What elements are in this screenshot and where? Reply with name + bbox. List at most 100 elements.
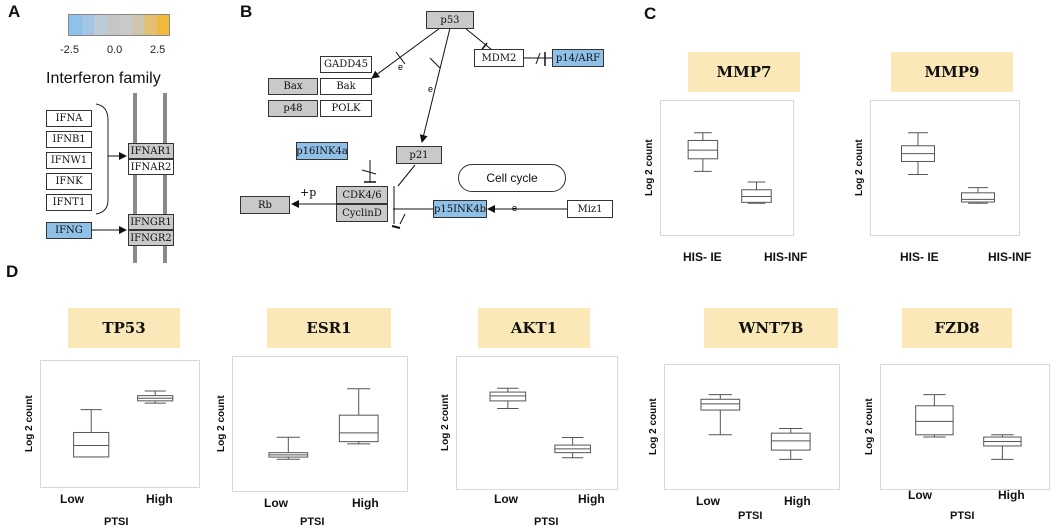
- box-his-inf: [961, 187, 995, 204]
- panel-label-c: C: [644, 4, 657, 23]
- membrane-rod-left: [133, 93, 137, 263]
- x-tick-label: High: [784, 494, 811, 508]
- x-tick-label: HIS-INF: [988, 250, 1032, 264]
- node-ifnar2: IFNAR2: [128, 159, 174, 175]
- node-ifna: IFNA: [46, 110, 92, 127]
- legend-swatch: [94, 15, 107, 35]
- box-high: [338, 388, 379, 445]
- node-p14arf: p14/ARF: [552, 49, 604, 67]
- box-iqr: [700, 398, 741, 411]
- boxplot-wnt7b: [664, 364, 840, 490]
- box-iqr: [915, 405, 954, 436]
- x-tick-label: High: [352, 496, 379, 510]
- membrane-rod-right: [163, 93, 167, 263]
- edge-label-e-2: e: [428, 84, 434, 94]
- group-axis-label: PTSI: [534, 516, 559, 528]
- edge-label-e-1: e: [398, 62, 404, 72]
- x-tick-label: HIS-INF: [764, 250, 808, 264]
- box-high: [983, 434, 1022, 460]
- x-tick-label: Low: [908, 488, 932, 502]
- box-low: [915, 394, 954, 438]
- node-ifnk: IFNK: [46, 173, 92, 190]
- legend-swatch: [131, 15, 144, 35]
- x-tick-label: Low: [696, 494, 720, 508]
- node-p16ink4a: p16INK4a: [296, 142, 348, 160]
- node-ifnw1: IFNW1: [46, 152, 92, 169]
- box-his-ie: [687, 132, 719, 172]
- legend-swatch: [144, 15, 157, 35]
- panel-label-d: D: [6, 262, 19, 281]
- panel-label-a: A: [8, 2, 21, 21]
- box-iqr: [770, 432, 811, 451]
- legend-swatch: [106, 15, 119, 35]
- box-his-inf: [741, 181, 772, 204]
- box-iqr: [961, 192, 995, 203]
- boxplot-tp53: [40, 360, 200, 488]
- node-ifnt1: IFNT1: [46, 194, 92, 211]
- chart-title-mmp7: MMP7: [688, 52, 800, 92]
- legend-swatch: [156, 15, 169, 35]
- plot-frame: [870, 100, 1020, 236]
- y-axis-label: Log 2 count: [440, 394, 451, 451]
- legend-swatch: [119, 15, 132, 35]
- node-rb: Rb: [240, 196, 290, 214]
- node-p53: p53: [426, 11, 474, 29]
- box-iqr: [73, 431, 110, 458]
- chart-title-wnt7b: WNT7B: [704, 308, 838, 348]
- plot-frame: [456, 356, 618, 490]
- x-tick-label: HIS- IE: [683, 250, 722, 264]
- legend-tick-mid: 0.0: [107, 44, 123, 56]
- chart-title-akt1: AKT1: [478, 308, 590, 348]
- interferon-family-title: Interferon family: [46, 70, 161, 87]
- plot-frame: [880, 364, 1050, 490]
- panel-label-b: B: [240, 2, 253, 21]
- plot-frame: [40, 360, 200, 488]
- chart-title-mmp9: MMP9: [891, 52, 1013, 92]
- node-p48: p48: [268, 100, 318, 117]
- x-tick-label: High: [146, 492, 173, 506]
- node-ifngr2: IFNGR2: [128, 230, 174, 246]
- plot-frame: [232, 356, 408, 492]
- group-axis-label: PTSI: [738, 510, 763, 522]
- plot-frame: [664, 364, 840, 490]
- boxplot-mmp9: [870, 100, 1020, 236]
- box-low: [489, 387, 527, 409]
- y-axis-label: Log 2 count: [854, 139, 865, 196]
- cell-cycle-label: Cell cycle: [458, 164, 566, 192]
- phosphorylation-label: +p: [300, 186, 317, 199]
- box-iqr: [338, 414, 379, 443]
- group-axis-label: PTSI: [104, 516, 129, 528]
- box-iqr: [489, 391, 527, 402]
- node-polk: POLK: [320, 100, 372, 117]
- color-scale-legend: [68, 14, 170, 36]
- node-ifng: IFNG: [46, 222, 92, 239]
- legend-swatch: [69, 15, 82, 35]
- group-axis-label: PTSI: [950, 510, 975, 522]
- boxplot-esr1: [232, 356, 408, 492]
- box-high: [770, 428, 811, 460]
- legend-tick-max: 2.5: [150, 44, 166, 56]
- legend-tick-min: -2.5: [60, 44, 79, 56]
- x-tick-label: Low: [60, 492, 84, 506]
- box-high: [554, 437, 591, 459]
- x-tick-label: High: [998, 488, 1025, 502]
- y-axis-label: Log 2 count: [644, 139, 655, 196]
- node-mdm2: MDM2: [474, 49, 524, 67]
- node-p21: p21: [396, 146, 442, 164]
- node-ifnar1: IFNAR1: [128, 143, 174, 159]
- y-axis-label: Log 2 count: [216, 395, 227, 452]
- node-gadd45: GADD45: [320, 56, 372, 73]
- node-miz1: Miz1: [567, 200, 613, 218]
- box-high: [137, 390, 174, 404]
- node-p15ink4b: p15INK4b: [433, 200, 487, 218]
- legend-swatch: [81, 15, 94, 35]
- y-axis-label: Log 2 count: [24, 395, 35, 452]
- plot-frame: [660, 100, 794, 236]
- group-axis-label: PTSI: [300, 516, 325, 528]
- node-bax: Bax: [268, 78, 318, 95]
- y-axis-label: Log 2 count: [648, 398, 659, 455]
- x-tick-label: Low: [494, 492, 518, 506]
- boxplot-fzd8: [880, 364, 1050, 490]
- box-his-ie: [901, 132, 935, 176]
